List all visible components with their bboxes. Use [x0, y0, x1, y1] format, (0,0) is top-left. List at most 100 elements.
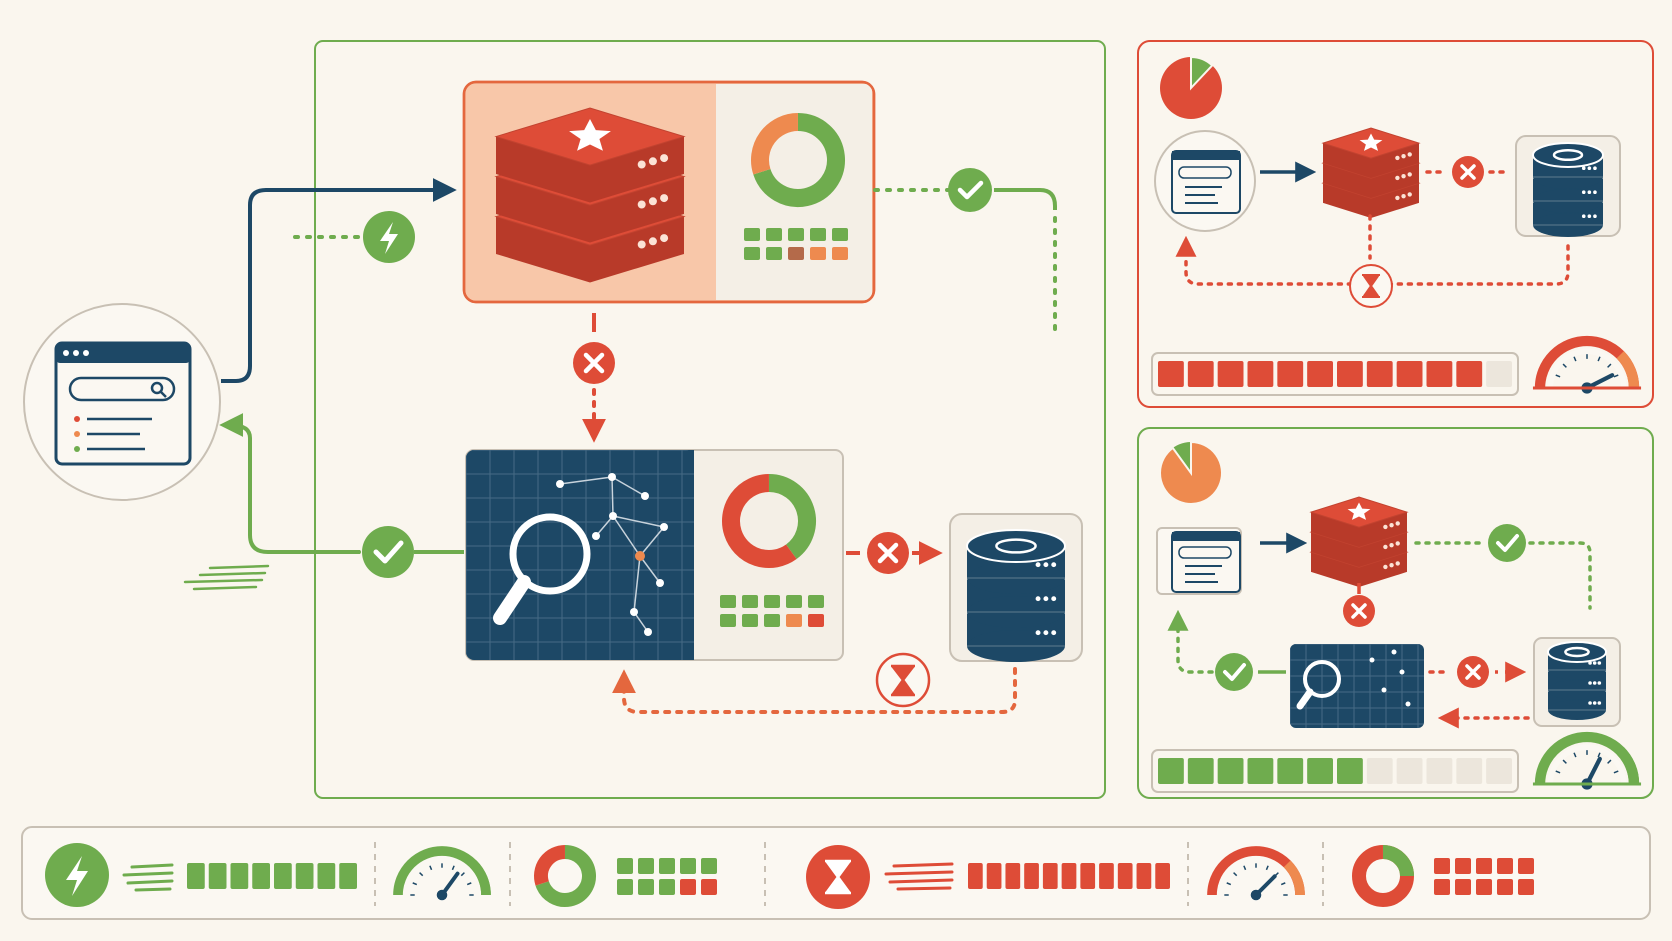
- grid-cell: [1455, 879, 1471, 895]
- gauge-tick: [1573, 752, 1577, 758]
- gauge-accent: [1616, 747, 1640, 785]
- db-led: [1588, 681, 1592, 685]
- grid-cell: [1518, 879, 1534, 895]
- gauge-tick: [1243, 865, 1247, 871]
- bar-segment: [187, 863, 205, 889]
- gauge-tick: [1555, 374, 1561, 378]
- graph-node: [641, 492, 649, 500]
- star-icon: [1359, 133, 1383, 151]
- db-top: [1547, 641, 1607, 663]
- hourglass-icon: [875, 652, 931, 708]
- slow-hit-ratio-pie: [1160, 55, 1222, 119]
- grid-cell: [742, 595, 758, 608]
- grid-cell: [744, 228, 760, 241]
- bar-segment: [1366, 758, 1393, 784]
- graph-edge: [633, 611, 649, 633]
- grid-cell: [766, 228, 782, 241]
- bar-segment: [1187, 361, 1214, 387]
- bar-segment: [1366, 361, 1393, 387]
- grid-cell: [720, 614, 736, 627]
- speed-lines: [122, 863, 174, 892]
- scenario-search-card: [1290, 644, 1424, 728]
- pie-slice: [1159, 440, 1223, 505]
- graph-node: [1391, 649, 1397, 655]
- gauge-inner: [1547, 744, 1627, 785]
- grid-cell: [1497, 879, 1513, 895]
- bar-segment: [1396, 361, 1423, 387]
- grid-cell: [744, 247, 760, 260]
- bar-segment: [1396, 758, 1423, 784]
- check-circle-icon: [948, 168, 992, 212]
- scenario-cache-icon: [1321, 127, 1421, 219]
- db-led: [1043, 630, 1049, 636]
- bar-segment: [1486, 758, 1512, 784]
- db-led: [1597, 681, 1602, 685]
- gauge-tick: [1613, 770, 1619, 774]
- donut-miss-segment: [751, 113, 799, 175]
- bar-segment: [1247, 361, 1274, 387]
- grid-cell: [764, 614, 780, 627]
- x-circle-icon: [1452, 156, 1484, 188]
- bar-segment: [252, 863, 270, 889]
- cache-led: [660, 194, 669, 203]
- bar-segment: [295, 863, 314, 889]
- grid-cell: [810, 247, 826, 260]
- db-led: [1035, 630, 1041, 636]
- db-led: [1581, 166, 1586, 170]
- grid-cell: [1434, 879, 1450, 895]
- db-led: [1051, 630, 1057, 636]
- db-led: [1043, 562, 1049, 568]
- scenario-cache-icon: [1309, 496, 1409, 588]
- graph-edge: [611, 476, 614, 517]
- response-arrow: [219, 413, 360, 554]
- db-led: [1035, 596, 1041, 602]
- db-top-ring: [1564, 646, 1590, 658]
- grid-cell: [1434, 858, 1450, 874]
- cache-led: [660, 234, 669, 243]
- db-led: [1593, 166, 1597, 170]
- fast-progress-bar: [1151, 749, 1519, 793]
- db-led: [1587, 214, 1592, 218]
- graph-node: [609, 512, 617, 520]
- db-led: [1035, 562, 1041, 568]
- cache-led: [1395, 541, 1400, 546]
- gauge-tick: [1562, 363, 1567, 368]
- slow-progress-bar: [1151, 352, 1519, 396]
- check-circle-icon: [1215, 653, 1253, 691]
- hourglass-icon: [1349, 264, 1393, 308]
- cache-layer-side: [496, 216, 684, 283]
- grid-cell: [832, 247, 848, 260]
- graph-node: [1381, 687, 1387, 693]
- cache-led: [1401, 153, 1406, 159]
- grid-cell: [808, 595, 824, 608]
- bar-segment: [1337, 758, 1363, 784]
- grid-cell: [638, 879, 654, 895]
- grid-cell: [1455, 858, 1471, 874]
- legend-slow-grid: [1434, 858, 1534, 895]
- cache-led: [1401, 193, 1406, 199]
- x-circle-icon: [1457, 656, 1489, 688]
- bar-segment: [1061, 863, 1077, 889]
- gauge-inner: [1219, 858, 1293, 896]
- gauge-tick: [1607, 759, 1612, 764]
- gauge-hub: [1250, 889, 1262, 901]
- grid-cell: [764, 595, 780, 608]
- db-led: [1592, 661, 1597, 665]
- grid-cell: [832, 228, 848, 241]
- gauge-inner: [405, 858, 479, 896]
- client-browser[interactable]: [23, 303, 221, 501]
- gauge-tick: [412, 882, 418, 886]
- bar-segment: [1155, 863, 1170, 889]
- pie-slice: [1190, 55, 1214, 91]
- cache-layer-side: [1311, 532, 1407, 568]
- bar-segment: [1277, 758, 1304, 784]
- gauge-tick: [1613, 374, 1619, 378]
- cache-led: [1383, 544, 1388, 550]
- db-bottom: [1533, 165, 1603, 189]
- star-icon: [569, 118, 611, 151]
- request-arrow: [221, 178, 457, 383]
- bar-segment: [317, 863, 336, 889]
- grid-cell: [617, 879, 633, 895]
- x-circle-icon: [1343, 595, 1375, 627]
- graph-node: [656, 579, 664, 587]
